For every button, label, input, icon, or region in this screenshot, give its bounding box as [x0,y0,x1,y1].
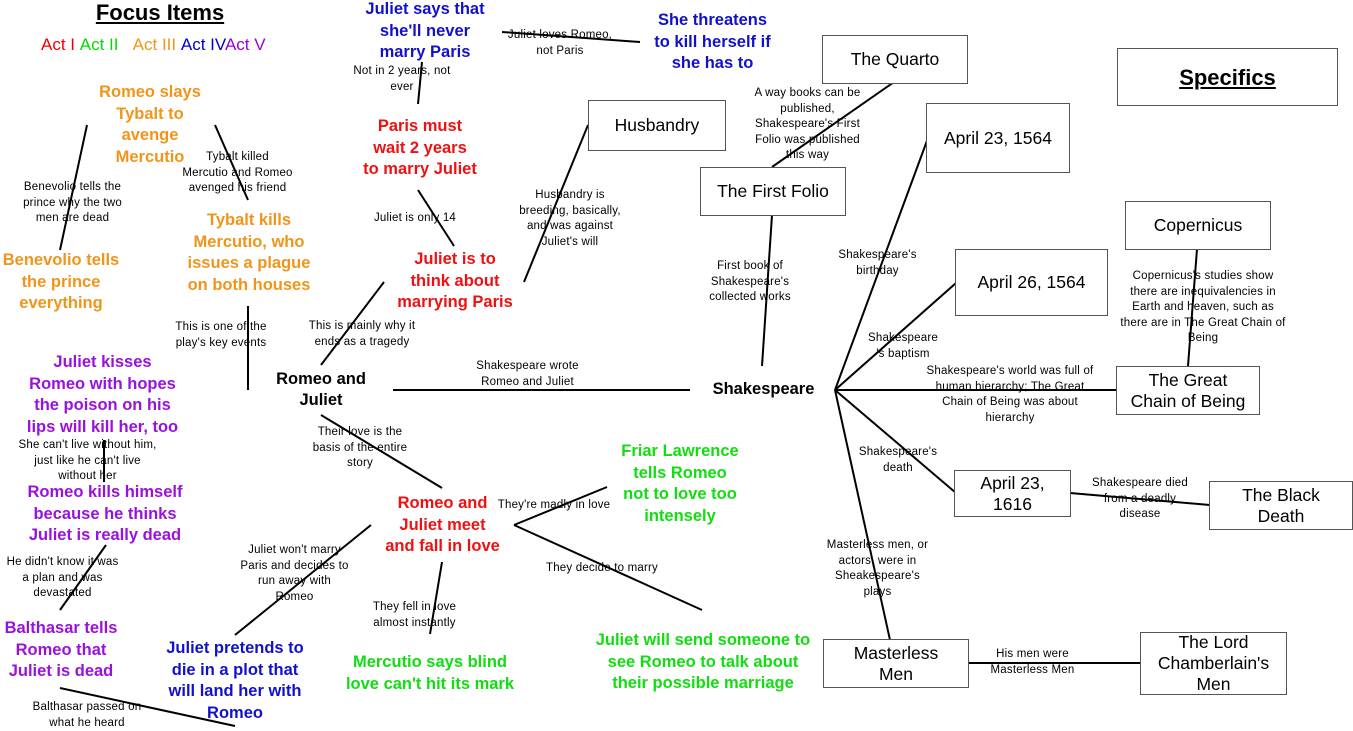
box-the-quarto[interactable]: The Quarto [822,35,968,84]
connector [834,282,957,391]
label-didnt-know-plan: He didn't know it was a plan and was dev… [6,556,119,599]
connector [320,281,385,366]
label-shakespeare-wrote: Shakespeare wrote Romeo and Juliet [476,360,579,388]
event-juliet-never-marry-paris[interactable]: Juliet says that she'll never marry Pari… [365,0,485,61]
event-mercutio-blind-love[interactable]: Mercutio says blind love can't hit its m… [345,653,515,693]
box-great-chain[interactable]: The Great Chain of Being [1116,366,1260,415]
label-hierarchy: Shakespeare's world was full of human hi… [926,365,1094,424]
focus-items-heading: Focus Items [95,0,225,25]
connector [429,561,443,635]
connector [320,414,443,489]
box-husbandry[interactable]: Husbandry [588,100,726,151]
connector [417,189,455,247]
label-husbandry-breeding: Husbandry is breeding, basically, and wa… [519,189,621,248]
box-april-23-1564[interactable]: April 23, 1564 [926,103,1070,173]
event-romeo-kills-himself[interactable]: Romeo kills himself because he thinks Ju… [27,483,183,544]
event-benevolio-tells-prince[interactable]: Benevolio tells the prince everything [2,251,120,312]
specifics-heading-box: Specifics [1117,48,1338,106]
label-copernicus-studies: Copernicus's studies show there are ineq… [1120,270,1286,344]
connector [771,81,895,168]
event-juliet-kisses-romeo[interactable]: Juliet kisses Romeo with hopes the poiso… [26,353,179,436]
connector [59,544,107,611]
label-madly-in-love: They're madly in love [497,499,611,511]
event-friar-lawrence[interactable]: Friar Lawrence tells Romeo not to love t… [621,442,739,525]
connector [59,687,236,727]
box-april-23-1616[interactable]: April 23, 1616 [954,470,1071,517]
event-threatens-kill-herself[interactable]: She threatens to kill herself if she has… [654,11,771,72]
connector [1069,492,1211,506]
legend-act-1: Act I [41,35,76,54]
box-first-folio[interactable]: The First Folio [700,167,846,216]
connector [1187,248,1198,367]
label-juliet-loves-romeo: Juliet loves Romeo, not Paris [507,29,613,57]
event-paris-must-wait[interactable]: Paris must wait 2 years to marry Juliet [363,117,477,178]
connector [523,124,589,283]
event-balthasar-tells-romeo[interactable]: Balthasar tells Romeo that Juliet is dea… [4,619,118,680]
label-balthasar-passed-on: Balthasar passed on what he heard [32,701,142,729]
topic-romeo-and-juliet[interactable]: Romeo and Juliet [276,370,366,409]
connector [761,214,773,367]
label-shakespeare-birthday: Shakespeare's birthday [838,249,917,277]
event-juliet-think-marrying-paris[interactable]: Juliet is to think about marrying Paris [397,250,513,311]
connector [834,137,929,391]
legend-act-4: Act IV [180,35,225,54]
connector [214,124,249,201]
connector [834,389,891,641]
box-lord-chamberlains-men[interactable]: The Lord Chamberlain's Men [1140,632,1287,695]
event-juliet-pretends-to-die[interactable]: Juliet pretends to die in a plot that wi… [166,639,304,722]
connector [513,486,608,526]
label-fell-in-love-instantly: They fell in love almost instantly [372,601,457,629]
label-shakespeare-baptism: Shakespeare 's baptism [868,332,938,360]
connector [513,524,703,611]
label-died-deadly-disease: Shakespeare died from a deadly disease [1092,477,1188,520]
label-mainly-why-tragedy: This is mainly why it ends as a tragedy [308,320,416,348]
legend-act-2: Act II [79,35,119,54]
label-first-book-collected: First book of Shakespeare's collected wo… [709,260,791,303]
legend-act-5: Act V [224,35,266,54]
label-juliet-only-14: Juliet is only 14 [373,212,457,224]
box-black-death[interactable]: The Black Death [1209,481,1353,530]
label-tybalt-killed-mercutio: Tybalt killed Mercutio and Romeo avenged… [182,151,293,194]
connector [501,31,641,43]
act-color-legend: Act I Act II Act III Act IVAct V [41,35,266,55]
box-masterless-men[interactable]: Masterless Men [823,639,969,688]
label-wont-marry-paris: Juliet won't marry Paris and decides to … [240,544,349,603]
event-romeo-juliet-meet[interactable]: Romeo and Juliet meet and fall in love [385,494,500,555]
label-decide-to-marry: They decide to marry [545,562,658,574]
label-masterless-actors: Masterless men, or actors, were in Sheak… [826,539,929,598]
legend-act-3: Act III [132,35,177,54]
label-his-men-were: His men were Masterless Men [990,648,1075,676]
topic-shakespeare[interactable]: Shakespeare [712,380,815,398]
connector [234,524,372,636]
label-their-love-basis: Their love is the basis of the entire st… [312,426,408,469]
label-benevolio-why: Benevolio tells the prince why the two m… [23,181,122,224]
label-not-in-2-years: Not in 2 years, not ever [353,65,451,93]
box-copernicus[interactable]: Copernicus [1125,201,1271,250]
connector [417,61,423,105]
box-april-26-1564[interactable]: April 26, 1564 [955,249,1108,316]
event-juliet-send-someone[interactable]: Juliet will send someone to see Romeo to… [595,631,811,692]
event-tybalt-kills-mercutio[interactable]: Tybalt kills Mercutio, who issues a plag… [187,211,311,294]
label-way-books-published: A way books can be published, Shakespear… [754,87,861,161]
label-key-events: This is one of the play's key events [175,321,267,349]
connector [834,389,957,494]
event-romeo-slays-tybalt[interactable]: Romeo slays Tybalt to avenge Mercutio [99,83,201,166]
specifics-heading: Specifics [1179,64,1276,90]
label-shakespeare-death: Shakespeare's death [858,446,938,474]
connector [59,124,88,251]
label-cant-live-without: She can't live without him, just like he… [18,439,157,482]
